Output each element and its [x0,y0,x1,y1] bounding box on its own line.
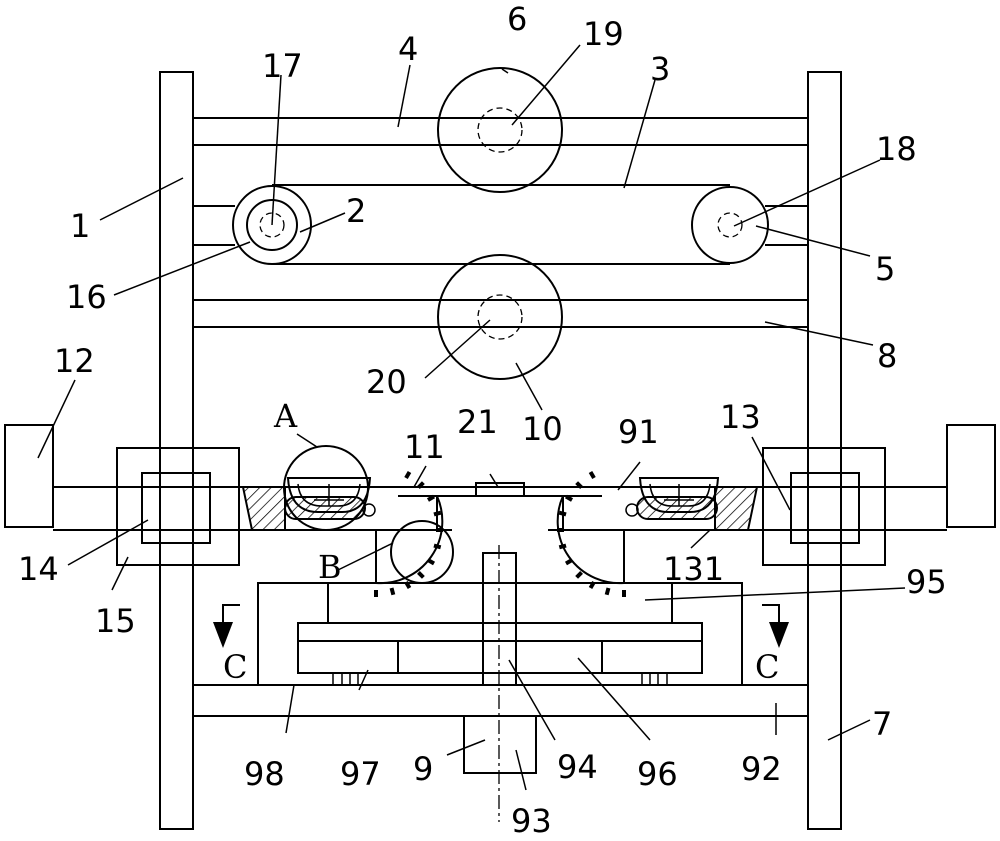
left-slider-pad [284,496,366,520]
left-pulley-ring-16 [246,199,298,251]
gear-tooth-left [417,481,425,489]
label-1: 1 [70,207,90,245]
gear-tooth-right [575,571,583,579]
gear-tooth-left [417,571,425,579]
label-20: 20 [366,363,407,401]
left-handle-12 [4,424,54,528]
right-frame-post [807,71,842,830]
right-handle [946,424,996,528]
label-4: 4 [398,30,418,68]
label-11: 11 [404,428,445,466]
left-gear-sector-11 [374,470,444,597]
gear-tooth-left [389,587,396,596]
left-hatched-jaw [241,486,286,531]
gear-tooth-left [404,470,412,480]
label-98: 98 [244,755,285,793]
gear-tooth-right [588,470,596,480]
label-5: 5 [875,250,895,288]
label-18: 18 [876,130,917,168]
gear-tooth-right [558,543,567,550]
left-clamp-14 [141,472,211,544]
motor-93 [463,715,537,774]
base-rail-92 [193,684,808,717]
label-92: 92 [741,750,782,788]
label-19: 19 [583,15,624,53]
right-cup [638,477,720,513]
lower-rail-8 [193,299,808,328]
inner-plate-95 [327,582,673,624]
middle-belt-rail [193,205,808,246]
upper-rail-4 [193,117,808,146]
label-17: 17 [262,47,303,85]
label-91: 91 [618,413,659,451]
label-12: 12 [54,342,95,380]
right-pulley-hub-18 [717,212,743,238]
slide-bar [53,486,947,531]
label-96: 96 [637,755,678,793]
label-14: 14 [18,550,59,588]
right-pulley-5 [691,186,769,264]
gear-tooth-left [426,558,436,566]
label-2: 2 [346,192,366,230]
label-c-left: C [223,648,247,686]
label-3: 3 [650,50,670,88]
label-b: B [318,548,342,586]
section-marker-left [213,604,240,648]
belt-3 [272,184,730,265]
lower-hub-20 [477,294,523,340]
stacked-plates-96-97 [297,622,703,686]
gear-tooth-right [564,558,574,566]
upper-hub-19 [477,107,523,153]
gear-tooth-right [564,494,574,502]
gear-tooth-left [433,510,442,517]
right-hatched-jaw [714,486,759,531]
gear-tooth-left [426,494,436,502]
label-9: 9 [413,750,433,788]
right-pin [625,503,639,517]
left-frame-post [159,71,194,830]
right-gear-sector [556,470,626,597]
label-131: 131 [663,550,724,588]
section-marker-right [762,604,789,648]
left-pulley-2 [232,185,312,265]
left-pulley-axle-17 [259,212,285,238]
label-13: 13 [720,398,761,436]
label-16: 16 [66,278,107,316]
lower-wheel-10 [437,254,563,380]
upper-wheel-6 [437,67,563,193]
label-7: 7 [872,705,892,743]
label-93: 93 [511,802,552,840]
label-10: 10 [522,410,563,448]
label-6: 6 [507,0,527,38]
left-pin [362,503,376,517]
label-21: 21 [457,403,498,441]
label-95: 95 [906,563,947,601]
gear-tooth-right [558,510,567,517]
label-c-right: C [755,648,779,686]
gear-tooth-left [433,543,442,550]
left-sleeve-15 [116,447,240,566]
leader-lines [37,44,906,791]
right-clamp [790,472,860,544]
detail-circle-a [283,445,369,531]
right-sleeve [762,447,886,566]
label-15: 15 [95,602,136,640]
label-8: 8 [877,337,897,375]
gear-tooth-right [604,587,611,596]
label-94: 94 [557,748,598,786]
gear-tooth-right [575,481,583,489]
label-97: 97 [340,755,381,793]
label-a: A [273,397,298,435]
